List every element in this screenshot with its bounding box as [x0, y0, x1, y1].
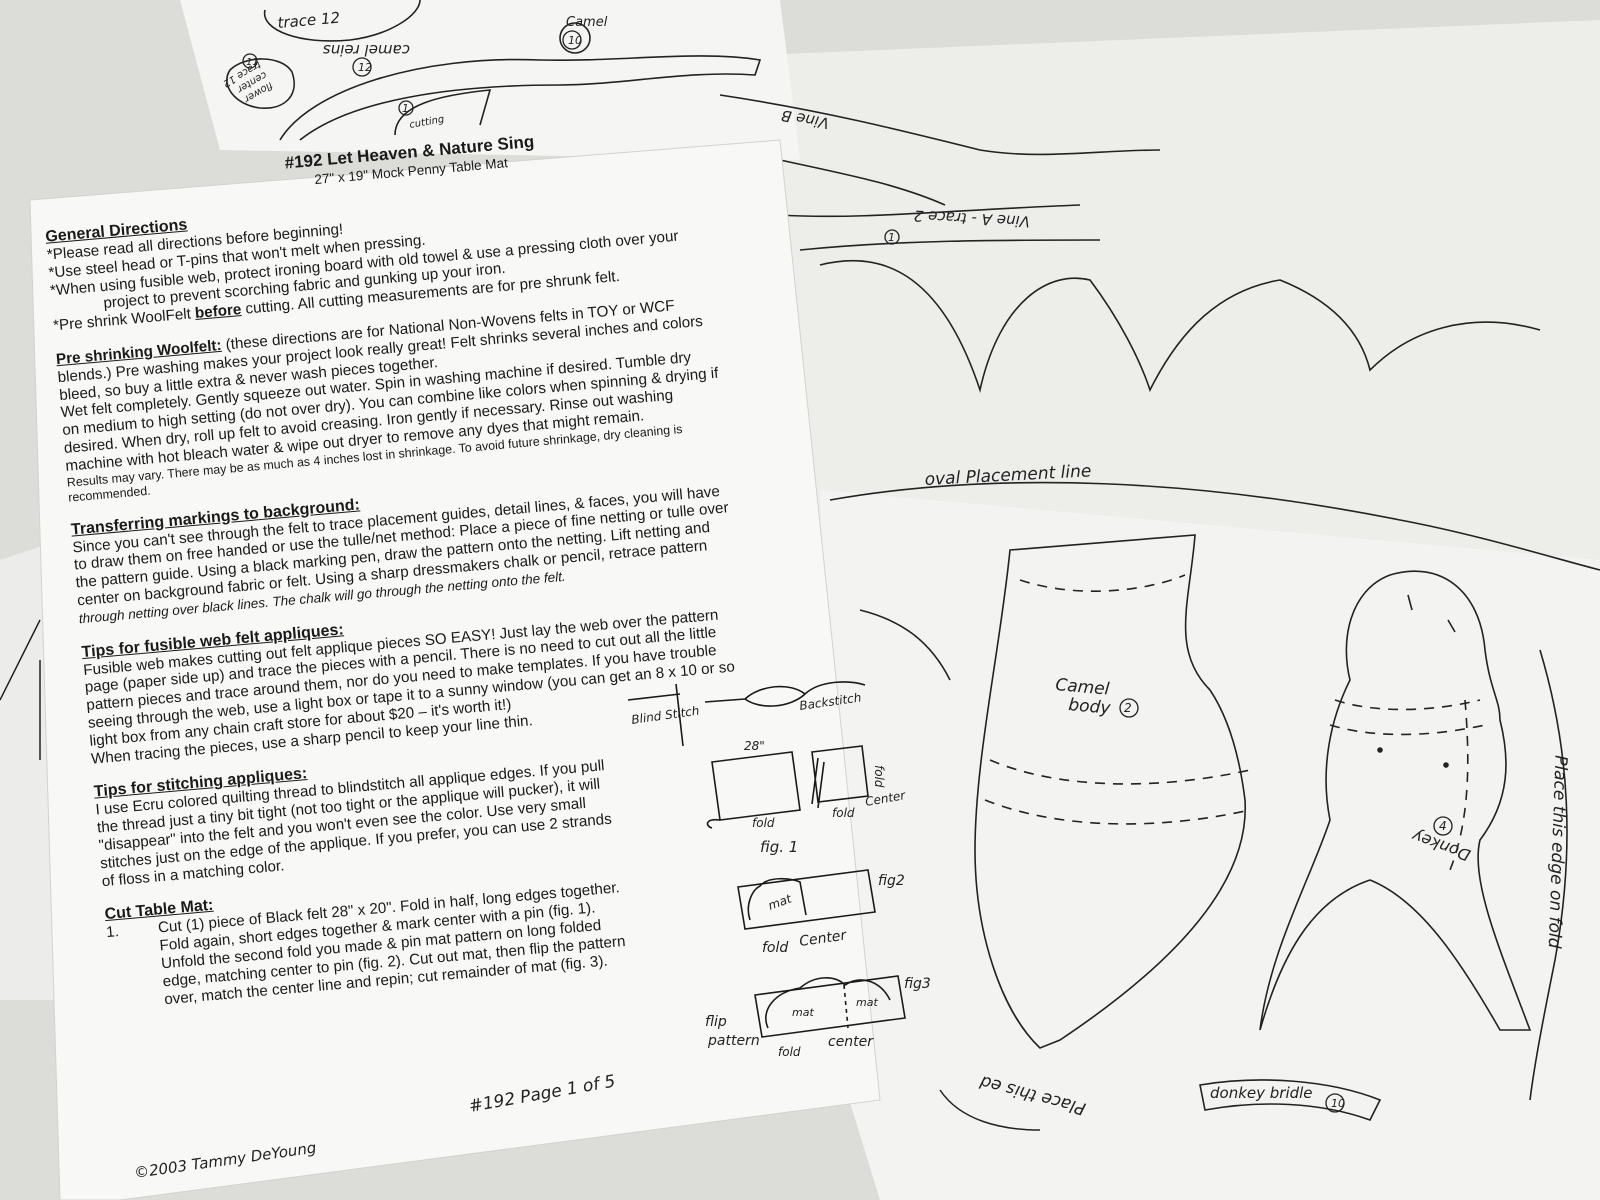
circle-1-label: 1	[402, 102, 409, 115]
camel-label-top: Camel	[566, 15, 608, 30]
camel-body-label-a: Camel	[1055, 675, 1111, 700]
trace-12-label: trace 12	[277, 9, 341, 32]
circle-12-label: 12	[358, 61, 372, 74]
camel-body-number: 2	[1124, 701, 1132, 715]
camel-body-pattern	[974, 534, 1251, 1049]
donkey-bridle-number: 10	[1331, 1097, 1345, 1110]
instruction-sheet	[29, 139, 881, 1200]
pattern-sheet-lower	[820, 490, 1600, 1200]
vine-a-number: 1	[888, 231, 895, 244]
camel-circle-number: 10	[568, 34, 582, 47]
instruction-document: #192 Let Heaven & Nature Sing 27" x 19" …	[40, 111, 852, 1030]
top-pattern-pieces	[226, 0, 1600, 681]
camel-body-label-b: body	[1068, 695, 1113, 719]
circle-11-label: 11	[246, 57, 259, 68]
donkey-bridle-pattern	[1199, 1079, 1382, 1121]
donkey-bridle-label: donkey bridle	[1210, 1084, 1313, 1102]
preshrink-before-emphasis: before	[194, 301, 243, 323]
camel-reins-label: camel reins	[323, 41, 410, 59]
donkey-number: 4	[1439, 819, 1447, 833]
donkey-pattern	[1259, 570, 1568, 1101]
